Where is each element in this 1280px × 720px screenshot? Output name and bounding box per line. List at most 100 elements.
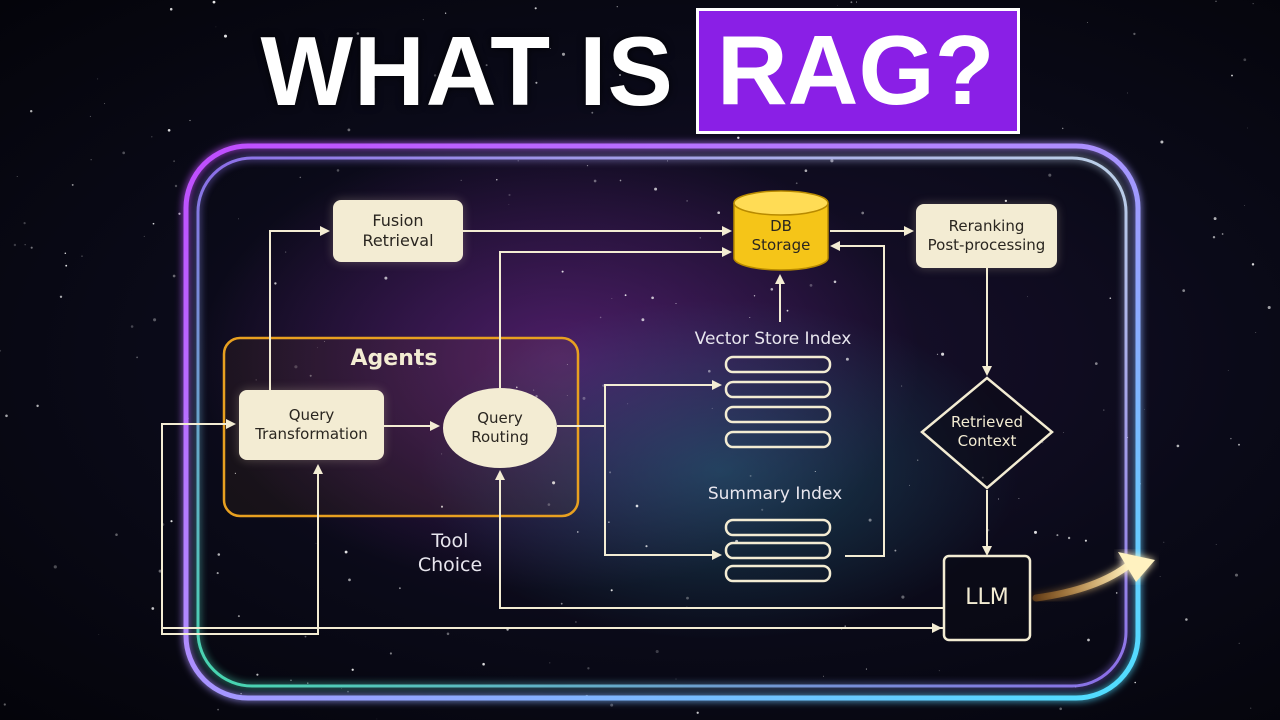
star [1247, 127, 1248, 129]
star [711, 407, 713, 409]
star [285, 251, 287, 253]
summary-bar [724, 541, 832, 560]
vector-bar [724, 355, 832, 374]
star [535, 395, 538, 398]
star [189, 119, 191, 122]
reranking-node: Reranking Post-processing [916, 204, 1057, 268]
star [1227, 370, 1229, 371]
star [844, 625, 846, 627]
query-transformation-node: Query Transformation [239, 390, 384, 460]
star [587, 667, 590, 670]
star [1238, 443, 1240, 446]
star [1252, 3, 1254, 5]
star [172, 274, 176, 278]
star [1115, 592, 1118, 594]
star [169, 7, 173, 11]
star [317, 347, 318, 349]
arrow-llm-to-routing [495, 470, 943, 609]
star [1182, 289, 1186, 292]
star [81, 255, 83, 257]
star [256, 673, 259, 676]
star [1243, 58, 1247, 62]
star [238, 218, 239, 220]
star [130, 325, 134, 328]
star [845, 357, 849, 361]
star [299, 176, 302, 179]
star [547, 503, 551, 506]
star [223, 34, 228, 38]
star [645, 545, 648, 548]
tool-choice-label: Tool Choice [417, 530, 483, 576]
star [356, 32, 360, 35]
connectors [161, 226, 992, 635]
page-title: WHAT IS [260, 16, 674, 126]
agents-label: Agents [350, 346, 438, 371]
star [850, 1, 853, 4]
star [1230, 437, 1232, 440]
star [651, 296, 654, 300]
output-arrow-head [1118, 552, 1155, 582]
star [348, 578, 351, 582]
star [936, 353, 939, 355]
star [627, 403, 629, 405]
star [1251, 263, 1255, 266]
star [444, 12, 447, 14]
star [809, 284, 813, 287]
star [823, 675, 825, 677]
star [482, 662, 485, 666]
star [151, 136, 153, 138]
star [753, 295, 756, 297]
summary-index-label: Summary Index [707, 484, 843, 504]
star [1176, 444, 1180, 448]
retrieved-context-node: Retrieved Context [950, 413, 1024, 450]
star [1244, 205, 1246, 207]
star [508, 193, 511, 197]
page-title-highlight: RAG? [695, 8, 1020, 134]
star [696, 711, 699, 714]
star [997, 498, 1000, 500]
star [737, 136, 740, 140]
star [384, 276, 388, 280]
star [216, 572, 219, 575]
star [97, 78, 99, 80]
star [174, 184, 178, 188]
star [1160, 140, 1164, 144]
star [532, 389, 535, 391]
star [795, 182, 798, 185]
star [814, 470, 816, 473]
star [837, 5, 839, 6]
star [1221, 233, 1224, 235]
retrieved-context-diamond [920, 376, 1054, 490]
star [686, 596, 689, 600]
star [1059, 707, 1062, 711]
star [1185, 618, 1188, 621]
star [699, 237, 701, 239]
star [654, 187, 658, 191]
star [1133, 32, 1136, 36]
star [59, 295, 63, 298]
star [1159, 576, 1161, 577]
star [619, 179, 622, 182]
star [1087, 638, 1090, 642]
star [1250, 707, 1252, 709]
star [1213, 217, 1217, 221]
star [376, 718, 378, 720]
star [894, 549, 897, 552]
star [341, 688, 342, 689]
star [561, 52, 566, 56]
title-bar: WHAT IS RAG? [0, 8, 1280, 134]
star [761, 508, 764, 511]
star [610, 703, 614, 707]
star [1061, 127, 1064, 130]
star [868, 518, 872, 522]
star [324, 340, 325, 342]
arrow-routing-to-vector [557, 380, 722, 427]
star [599, 316, 602, 319]
star [158, 569, 162, 573]
arrow-routing-to-summary [604, 426, 722, 560]
summary-index-bars [724, 518, 832, 583]
star [667, 160, 668, 162]
star [71, 183, 74, 186]
arrow-routing-to-db [499, 247, 732, 388]
